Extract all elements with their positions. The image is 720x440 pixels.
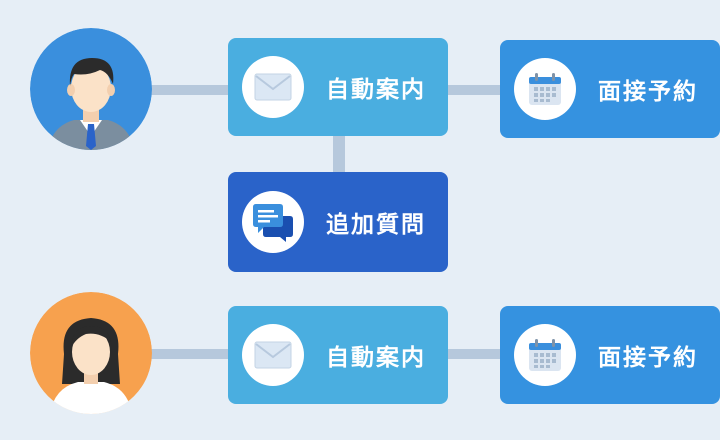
female-person-avatar (30, 292, 152, 414)
connector-line (150, 85, 230, 95)
calendar-icon (514, 324, 576, 386)
envelope-icon (242, 324, 304, 386)
male-person-avatar (30, 28, 152, 150)
connector-line (150, 349, 230, 359)
envelope-icon (242, 56, 304, 118)
connector-line (333, 134, 345, 174)
calendar-icon (514, 58, 576, 120)
connector-line (446, 349, 502, 359)
step-label: 自動案内 (326, 345, 426, 371)
interview-booking-step-card: 面接予約 (500, 40, 720, 138)
auto-guide-step-card: 自動案内 (228, 306, 448, 404)
step-label: 面接予約 (598, 345, 698, 371)
additional-question-step-card: 追加質問 (228, 172, 448, 272)
auto-guide-step-card: 自動案内 (228, 38, 448, 136)
step-label: 自動案内 (326, 77, 426, 103)
connector-line (446, 85, 502, 95)
step-label: 追加質問 (326, 212, 426, 238)
step-label: 面接予約 (598, 79, 698, 105)
chat-bubbles-icon (242, 191, 304, 253)
interview-booking-step-card: 面接予約 (500, 306, 720, 404)
